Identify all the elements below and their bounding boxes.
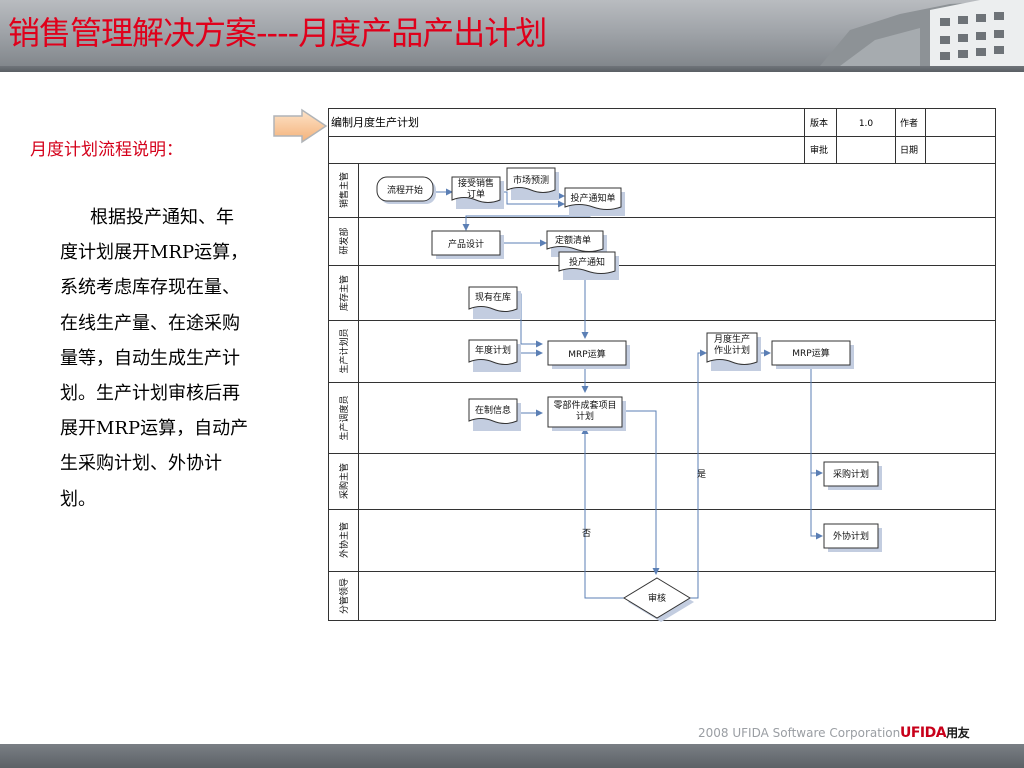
- node-wip-info: 在制信息: [468, 398, 521, 431]
- version-value: 1.0: [859, 119, 874, 129]
- flowchart-frame: [328, 108, 996, 621]
- node-parts-plan: 零部件成套项目计划: [547, 396, 626, 431]
- description-paragraph: 根据投产通知、年 度计划展开MRP运算， 系统考虑库存现在量、 在线生产量、在途…: [60, 200, 280, 517]
- svg-text:流程开始: 流程开始: [387, 184, 423, 196]
- lane-label: 生产调度员: [338, 395, 350, 440]
- svg-text:月度生产作业计划: 月度生产作业计划: [714, 333, 750, 356]
- logo-text: UFIDA: [900, 725, 947, 741]
- connector: [581, 427, 624, 599]
- ufida-logo: UFIDA用友: [900, 724, 970, 741]
- svg-text:采购计划: 采购计划: [833, 468, 869, 480]
- pointer-arrow-icon: [273, 108, 328, 144]
- version-label: 版本: [810, 117, 828, 129]
- connector: [621, 410, 660, 575]
- node-product-design: 产品设计: [431, 230, 504, 259]
- svg-text:MRP运算: MRP运算: [568, 348, 605, 360]
- node-monthly-plan: 月度生产作业计划: [706, 332, 761, 371]
- description-line: 在线生产量、在途采购: [60, 312, 240, 334]
- svg-text:零部件成套项目计划: 零部件成套项目计划: [553, 399, 616, 422]
- lane-label: 外协主管: [338, 522, 350, 558]
- lane-label: 分管领导: [338, 578, 350, 614]
- svg-text:审核: 审核: [648, 592, 666, 604]
- corporation-label: 2008 UFIDA Software Corporation: [698, 726, 901, 740]
- building-image: [820, 0, 1024, 66]
- svg-text:投产通知: 投产通知: [569, 256, 605, 268]
- description-line: 量等，自动生成生产计: [60, 347, 240, 369]
- svg-text:外协计划: 外协计划: [833, 530, 869, 542]
- date-label: 日期: [900, 145, 918, 156]
- header-banner: 销售管理解决方案----月度产品产出计划: [0, 0, 1024, 72]
- footer-bar: [0, 744, 1024, 768]
- description-line: 度计划展开MRP运算，: [60, 242, 249, 264]
- node-outsource-plan: 外协计划: [823, 523, 882, 552]
- svg-text:现有在库: 现有在库: [475, 291, 511, 303]
- svg-text:定额清单: 定额清单: [555, 234, 591, 246]
- edge-label-no: 否: [582, 528, 591, 539]
- description-line: 根据投产通知、年: [90, 207, 234, 228]
- svg-text:接受销售订单: 接受销售订单: [458, 177, 494, 200]
- lane-label: 生产计划员: [338, 328, 350, 373]
- node-review: 审核: [623, 577, 694, 622]
- edge-label-yes: 是: [697, 469, 706, 480]
- lane-label: 库存主管: [338, 275, 350, 311]
- node-mrp-1: MRP运算: [547, 340, 630, 369]
- lane-label: 采购主管: [338, 463, 350, 499]
- node-production-notice-sales: 投产通知单: [564, 187, 625, 216]
- page-title: 销售管理解决方案----月度产品产出计划: [8, 14, 547, 52]
- approve-label: 审批: [810, 144, 828, 156]
- node-start: 流程开始: [376, 176, 436, 204]
- description-line: 划。生产计划审核后再: [60, 383, 240, 405]
- node-annual-plan: 年度计划: [468, 339, 521, 372]
- node-mrp-2: MRP运算: [771, 340, 854, 369]
- svg-text:在制信息: 在制信息: [475, 404, 511, 416]
- author-label: 作者: [900, 117, 918, 129]
- lane-label: 销售主管: [338, 172, 350, 208]
- node-market-forecast: 市场预测: [506, 167, 559, 200]
- lane-label: 研发部: [338, 227, 350, 254]
- node-inventory: 现有在库: [468, 286, 521, 319]
- svg-text:年度计划: 年度计划: [475, 344, 511, 356]
- connector: [810, 473, 823, 540]
- description-line: 系统考虑库存现在量、: [60, 277, 240, 299]
- svg-text:投产通知单: 投产通知单: [570, 192, 615, 204]
- svg-text:市场预测: 市场预测: [513, 174, 549, 186]
- description-line: 展开MRP运算，自动产: [60, 418, 249, 440]
- flowchart-title: 编制月度生产计划: [331, 115, 419, 129]
- description-line: 划。: [60, 488, 96, 510]
- svg-text:产品设计: 产品设计: [448, 238, 484, 250]
- node-production-notice: 投产通知: [558, 251, 619, 280]
- svg-text:MRP运算: MRP运算: [792, 347, 829, 359]
- description-line: 生采购计划、外协计: [60, 453, 222, 475]
- logo-cn-text: 用友: [946, 726, 970, 740]
- banner-divider: [0, 66, 1024, 72]
- flowchart: 编制月度生产计划 版本 1.0 作者 审批 日期 销售主管 研发部 库存主管 生…: [328, 108, 996, 622]
- node-receive-order: 接受销售订单: [451, 176, 504, 209]
- section-subtitle: 月度计划流程说明：: [30, 140, 183, 160]
- connector: [690, 349, 707, 599]
- node-purchase-plan: 采购计划: [823, 461, 882, 490]
